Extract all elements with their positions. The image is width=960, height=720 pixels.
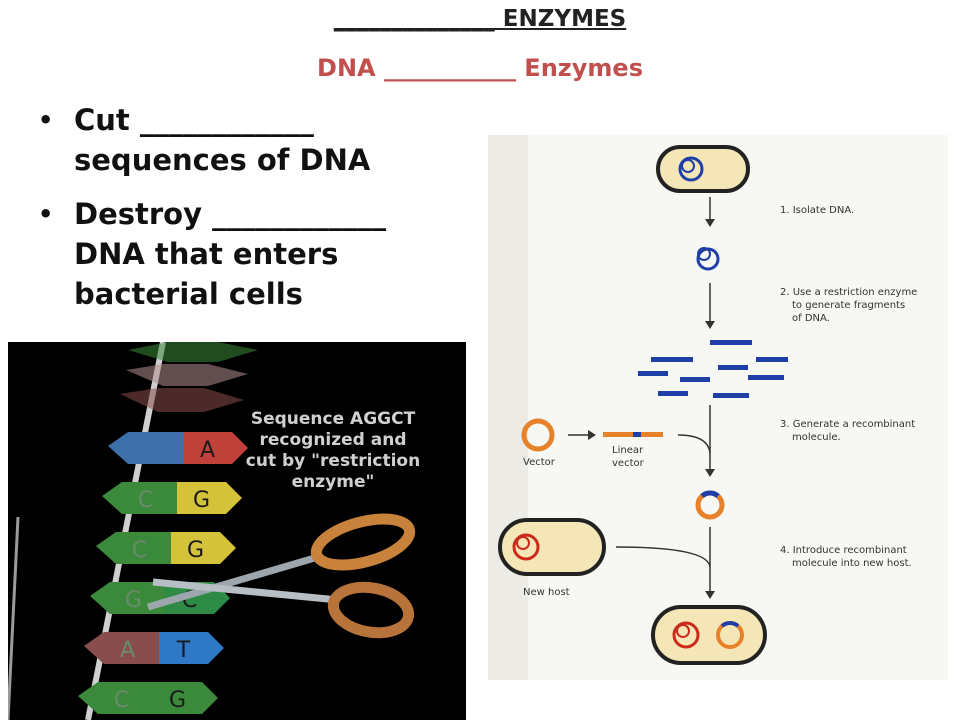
bullet-line: DNA that enters <box>74 237 339 271</box>
dna-tangle-icon <box>696 247 720 271</box>
base-pair-right <box>159 632 224 664</box>
subtitle-text: DNA ___________ Enzymes <box>317 54 643 82</box>
bullet-line: bacterial cells <box>74 277 303 311</box>
base-pair-right <box>177 482 242 514</box>
step-text: of DNA. <box>792 313 830 324</box>
bullet-item-2: • Destroy ____________ DNA that enters b… <box>38 194 488 314</box>
step-text: 3. Generate a recombinant <box>780 419 915 430</box>
step-text: 1. Isolate DNA. <box>780 205 854 216</box>
base-pair-right <box>171 532 236 564</box>
callout-line: recognized and <box>259 430 406 450</box>
base-pair-right <box>183 432 248 464</box>
base-pair-left <box>108 432 183 464</box>
slide-subtitle: DNA ___________ Enzymes <box>0 54 960 82</box>
base-pair-right <box>153 682 218 714</box>
cloning-diagram: Vector Linear vector New host 1. Isolate… <box>488 135 948 680</box>
recombinant-plasmid-icon <box>695 490 725 520</box>
base-letter: G <box>125 588 142 613</box>
bullet-dot-icon: • <box>38 200 54 228</box>
step-text: molecule into new host. <box>792 558 912 569</box>
linear-label: Linear <box>612 445 644 456</box>
step-text: molecule. <box>792 432 841 443</box>
vector-label: Vector <box>523 457 556 468</box>
callout-line: enzyme" <box>292 472 375 492</box>
base-letter: C <box>138 488 153 513</box>
base-letter: C <box>114 688 129 713</box>
bullet-line: Destroy ____________ <box>74 197 387 231</box>
base-letter: A <box>200 438 215 463</box>
dna-fragments-icon <box>638 340 788 398</box>
title-text: ______________ ENZYMES <box>333 6 627 32</box>
step-text: 2. Use a restriction enzyme <box>780 287 917 298</box>
base-letter: G <box>169 688 186 713</box>
transformed-cell-icon <box>651 605 767 665</box>
callout-line: Sequence AGGCT <box>251 409 416 429</box>
new-host-label: New host <box>523 587 570 598</box>
bullet-item-1: • Cut ____________ sequences of DNA <box>38 100 488 180</box>
bullet-dot-icon: • <box>38 106 54 134</box>
base-letter: C <box>132 538 147 563</box>
bullet-line: Cut ____________ <box>74 103 314 137</box>
step-text: 4. Introduce recombinant <box>780 545 907 556</box>
base-pair-left <box>84 632 159 664</box>
vector-plasmid-icon <box>521 418 555 452</box>
bullet-line: sequences of DNA <box>74 143 371 177</box>
base-pair-left <box>78 682 153 714</box>
slide-title: ______________ ENZYMES <box>0 6 960 32</box>
base-pair-left <box>102 482 177 514</box>
base-letter: T <box>176 638 191 663</box>
linear-vector-label: vector <box>612 458 645 469</box>
new-host-cell-icon <box>498 518 606 576</box>
scissors-icon <box>147 513 416 639</box>
base-letter: G <box>193 488 210 513</box>
base-letter: A <box>120 638 135 663</box>
base-pair-left <box>96 532 171 564</box>
callout-line: cut by "restriction <box>246 451 420 471</box>
bacterial-cell-icon <box>656 145 750 193</box>
bullet-list: • Cut ____________ sequences of DNA • De… <box>38 100 488 328</box>
step-text: to generate fragments <box>792 300 905 311</box>
base-pair-left <box>90 582 165 614</box>
base-letter: G <box>187 538 204 563</box>
linear-vector-icon <box>603 432 663 437</box>
